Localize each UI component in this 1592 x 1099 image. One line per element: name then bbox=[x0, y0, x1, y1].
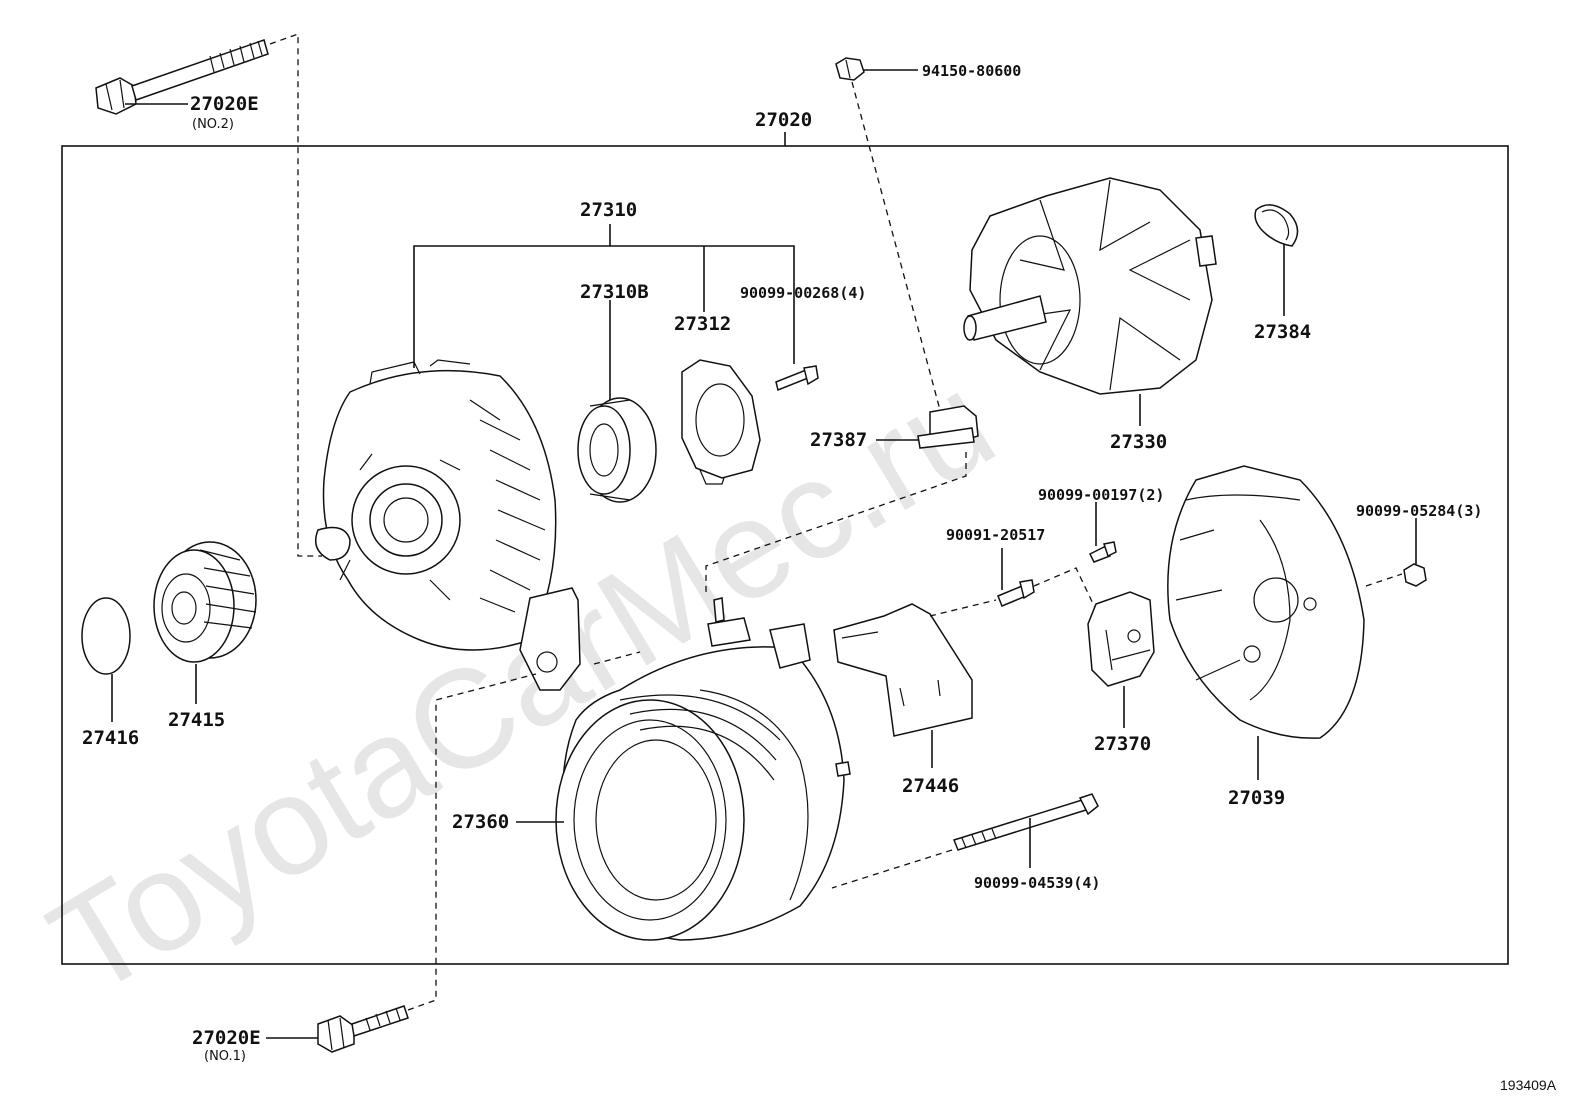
drive-end-frame bbox=[315, 359, 581, 691]
label-27370: 27370 bbox=[1094, 733, 1151, 755]
label-27387: 27387 bbox=[810, 429, 867, 451]
through-bolt-90099-04539 bbox=[953, 793, 1099, 851]
nut-94150-80600 bbox=[835, 57, 865, 81]
retainer-27312 bbox=[681, 359, 761, 485]
label-27312: 27312 bbox=[674, 313, 731, 335]
label-90099-05284: 90099-05284(3) bbox=[1356, 502, 1482, 520]
screw-90099-00197 bbox=[1088, 541, 1117, 563]
bolt-27020e-no1 bbox=[317, 1005, 409, 1053]
label-27020e-bottom-sub: (NO.1) bbox=[204, 1049, 246, 1064]
bolt-90091-20517 bbox=[997, 579, 1035, 607]
cap-27416 bbox=[81, 597, 131, 675]
label-27020e-top-sub: (NO.2) bbox=[192, 117, 234, 132]
label-90091-20517: 90091-20517 bbox=[946, 526, 1045, 544]
bracket-27446 bbox=[833, 603, 973, 737]
rear-cover-27039 bbox=[1167, 465, 1365, 739]
label-90099-00268: 90099-00268(4) bbox=[740, 284, 866, 302]
nut-90099-05284 bbox=[1403, 563, 1427, 587]
label-27384: 27384 bbox=[1254, 321, 1311, 343]
insulator-27387 bbox=[917, 405, 979, 449]
label-27360: 27360 bbox=[452, 811, 509, 833]
label-27330: 27330 bbox=[1110, 431, 1167, 453]
reference-number: 193409A bbox=[1500, 1077, 1557, 1093]
seal-ring-27384 bbox=[1254, 204, 1299, 247]
label-27039: 27039 bbox=[1228, 787, 1285, 809]
screw-90099-00268 bbox=[775, 365, 819, 392]
bearing-27310b bbox=[577, 397, 657, 503]
pulley-27415 bbox=[153, 541, 257, 663]
stator-housing-27360 bbox=[555, 597, 851, 941]
label-27310: 27310 bbox=[580, 199, 637, 221]
label-27415: 27415 bbox=[168, 709, 225, 731]
rotor-27330 bbox=[963, 177, 1217, 395]
label-27020e-bottom: 27020E bbox=[192, 1027, 261, 1049]
label-90099-04539: 90099-04539(4) bbox=[974, 874, 1100, 892]
label-90099-00197: 90099-00197(2) bbox=[1038, 486, 1164, 504]
label-27446: 27446 bbox=[902, 775, 959, 797]
regulator-27370 bbox=[1087, 591, 1155, 687]
label-27020e-top: 27020E bbox=[190, 93, 259, 115]
bolt-27020e-no2 bbox=[95, 39, 269, 115]
label-27020: 27020 bbox=[755, 109, 812, 131]
label-27310b: 27310B bbox=[580, 281, 649, 303]
label-27416: 27416 bbox=[82, 727, 139, 749]
label-94150-80600: 94150-80600 bbox=[922, 62, 1021, 80]
